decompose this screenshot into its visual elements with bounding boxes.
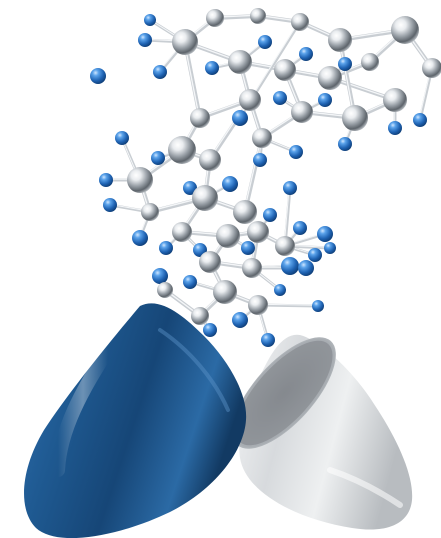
blue-atom [338, 137, 352, 151]
blue-atom [338, 57, 352, 71]
molecule-bond-highlight [338, 38, 355, 118]
chrome-atom [328, 28, 352, 52]
blue-atom [241, 241, 255, 255]
chrome-atom [247, 221, 269, 243]
blue-atom [232, 110, 248, 126]
chrome-atom [190, 108, 210, 128]
blue-atom [413, 113, 427, 127]
blue-atom [99, 173, 113, 187]
blue-atom [273, 91, 287, 105]
blue-atom [293, 221, 307, 235]
blue-atom [203, 323, 217, 337]
blue-atom [205, 61, 219, 75]
blue-atom [132, 230, 148, 246]
blue-atom [388, 121, 402, 135]
blue-atom [318, 93, 332, 107]
blue-atom [144, 14, 156, 26]
blue-atom [263, 208, 277, 222]
chrome-atom [342, 105, 368, 131]
blue-atom [324, 242, 336, 254]
chrome-atom [233, 200, 257, 224]
blue-atom [232, 312, 248, 328]
molecule-bond [243, 136, 264, 214]
molecule-bond-highlight [208, 98, 250, 160]
blue-atom [283, 181, 297, 195]
chrome-atom [383, 88, 407, 112]
blue-atom [258, 35, 272, 49]
blue-atom [115, 131, 129, 145]
chrome-atom [239, 89, 261, 111]
blue-atom [261, 333, 275, 347]
blue-atom [152, 268, 168, 284]
chrome-atom [192, 185, 218, 211]
chrome-atom [199, 251, 221, 273]
molecule [90, 8, 441, 347]
blue-atom [183, 181, 197, 195]
molecule-bond-highlight [283, 186, 290, 246]
blue-atom [153, 65, 167, 79]
chrome-atom [141, 203, 159, 221]
chrome-atom [422, 58, 441, 78]
blue-atom [222, 176, 238, 192]
blue-atom [298, 260, 314, 276]
blue-atom [281, 257, 299, 275]
blue-atom [289, 145, 303, 159]
chrome-atom [361, 53, 379, 71]
blue-atom [183, 275, 197, 289]
blue-capsule-half [24, 303, 247, 538]
molecule-bond-highlight [243, 136, 262, 212]
chrome-atom [291, 13, 309, 31]
chrome-atom [216, 224, 240, 248]
chrome-atom [250, 8, 266, 24]
blue-atom [151, 151, 165, 165]
capsule [24, 303, 413, 538]
chrome-atom [391, 16, 419, 44]
chrome-atom [275, 236, 295, 256]
blue-atom [253, 153, 267, 167]
blue-atom [103, 198, 117, 212]
blue-atom [159, 241, 173, 255]
chrome-atom [252, 128, 272, 148]
chrome-atom [318, 66, 342, 90]
chrome-atom [172, 222, 192, 242]
blue-atom [274, 284, 286, 296]
chrome-atom [242, 258, 262, 278]
chrome-atom [172, 29, 198, 55]
chrome-atom [213, 280, 237, 304]
chrome-atom [199, 149, 221, 171]
chrome-atom [228, 50, 252, 74]
blue-atom [312, 300, 324, 312]
blue-atom [138, 33, 152, 47]
blue-atom [317, 226, 333, 242]
chrome-atom [127, 167, 153, 193]
blue-atom [299, 47, 313, 61]
chrome-atom [157, 282, 173, 298]
chrome-atom [274, 59, 296, 81]
chrome-atom [206, 9, 224, 27]
chrome-atom [168, 136, 196, 164]
chrome-atom [248, 295, 268, 315]
blue-atom [90, 68, 106, 84]
molecule-bonds [104, 14, 434, 342]
blue-atom [308, 248, 322, 262]
molecule-bond [256, 303, 320, 308]
chrome-atom [191, 307, 209, 325]
white-capsule-half [232, 334, 413, 530]
chrome-atom [291, 101, 313, 123]
